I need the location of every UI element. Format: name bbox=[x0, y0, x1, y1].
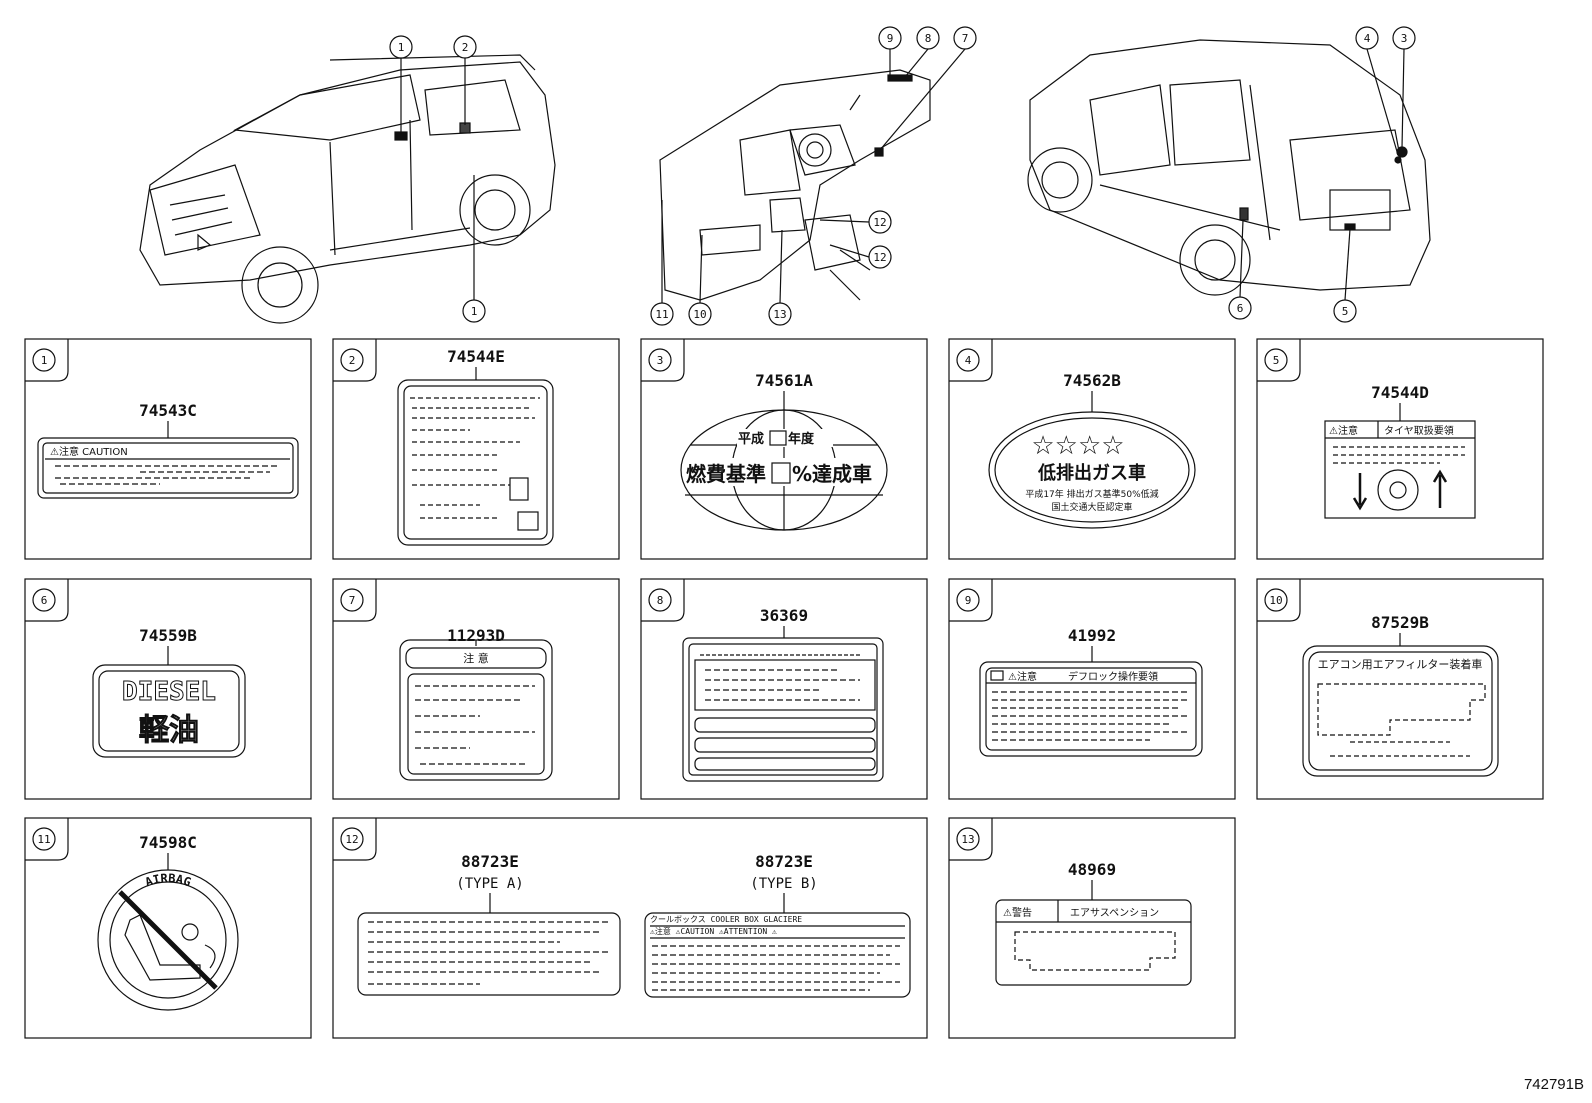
panel-8-index: 8 bbox=[657, 594, 664, 607]
panel-4-index: 4 bbox=[965, 354, 972, 367]
tire-caution-label: ⚠注意 bbox=[1329, 424, 1358, 437]
panel-13-index: 13 bbox=[961, 833, 974, 846]
panel-12-index: 12 bbox=[345, 833, 358, 846]
panel-13-label: 48969 ⚠警告 エアサスペンション bbox=[995, 860, 1192, 986]
notice-header: 注 意 bbox=[463, 651, 489, 665]
panel-5-label: 74544D ⚠注意 タイヤ取扱要領 bbox=[1324, 383, 1476, 519]
caution-row-text: ⚠注意 ⚠CAUTION ⚠ATTENTION ⚠ bbox=[650, 926, 777, 936]
air-suspension-header: エアサスペンション bbox=[1070, 907, 1159, 919]
type-b-label: (TYPE B) bbox=[750, 876, 817, 892]
callout-interior-8: 8 bbox=[925, 32, 932, 45]
interior-view bbox=[659, 69, 931, 301]
diesel-text: DIESEL bbox=[122, 677, 216, 707]
callout-interior-7: 7 bbox=[962, 32, 969, 45]
callout-front-1-top: 1 bbox=[398, 41, 405, 54]
diagram-id: 742791B bbox=[1523, 1076, 1584, 1093]
panel-6-label: 74559B DIESEL 軽油 bbox=[92, 626, 246, 758]
panel-7-index: 7 bbox=[349, 594, 356, 607]
callout-interior-9: 9 bbox=[887, 32, 894, 45]
callout-rear-5: 5 bbox=[1342, 305, 1349, 318]
part-number-74598C: 74598C bbox=[139, 833, 197, 852]
overview-callouts: 1 2 1 9 8 7 12 12 11 10 13 4 3 6 5 bbox=[389, 26, 1416, 326]
part-number-41992: 41992 bbox=[1068, 626, 1116, 645]
callout-rear-6: 6 bbox=[1237, 302, 1244, 315]
panel-1-label: 74543C ⚠注意 CAUTION bbox=[37, 401, 299, 499]
difflock-operation-header: デフロック操作要領 bbox=[1068, 670, 1158, 683]
air-filter-header: エアコン用エアフィルター装着車 bbox=[1318, 657, 1483, 671]
part-number-88723E-type-b: 88723E bbox=[755, 852, 813, 871]
panel-8-label: 36369 bbox=[682, 606, 884, 782]
panel-1-index: 1 bbox=[41, 354, 48, 367]
callout-rear-4: 4 bbox=[1364, 32, 1371, 45]
callout-interior-10: 10 bbox=[693, 308, 706, 321]
fuel-achievement-text: %達成車 bbox=[792, 462, 872, 486]
panel-11-index: 11 bbox=[37, 833, 50, 846]
panel-index-tabs: 1 2 3 4 5 6 7 8 9 10 11 12 13 bbox=[25, 339, 1301, 861]
caution-header-text: ⚠注意 CAUTION bbox=[50, 445, 128, 458]
airbag-ring-text: AIRBAG bbox=[143, 871, 193, 889]
callout-front-1-bottom: 1 bbox=[471, 305, 478, 318]
ministry-certified-text: 国土交通大臣認定車 bbox=[1051, 501, 1132, 513]
callout-rear-3: 3 bbox=[1401, 32, 1408, 45]
svg-text:AIRBAG: AIRBAG bbox=[143, 871, 193, 889]
type-a-label: (TYPE A) bbox=[456, 876, 523, 892]
panel-12-labels: 88723E (TYPE A) 88723E (TYPE B) クールボックス … bbox=[357, 852, 911, 998]
part-number-74559B: 74559B bbox=[139, 626, 197, 645]
panel-4-label: 74562B ☆☆☆☆ 低排出ガス車 平成17年 排出ガス基準50%低減 国土交… bbox=[988, 371, 1196, 529]
part-number-36369: 36369 bbox=[760, 606, 808, 625]
part-number-88723E-type-a: 88723E bbox=[461, 852, 519, 871]
panel-9-label: 41992 ⚠注意 デフロック操作要領 bbox=[979, 626, 1203, 757]
callout-front-2: 2 bbox=[462, 41, 469, 54]
part-number-74544D: 74544D bbox=[1371, 383, 1429, 402]
panel-2-index: 2 bbox=[349, 354, 356, 367]
part-number-74544E: 74544E bbox=[447, 347, 505, 366]
cooler-box-header: クールボックス COOLER BOX GLACIERE bbox=[650, 915, 802, 924]
emission-standard-text: 平成17年 排出ガス基準50%低減 bbox=[1025, 488, 1158, 500]
air-suspension-warning-label: ⚠警告 bbox=[1003, 906, 1032, 919]
part-number-74562B: 74562B bbox=[1063, 371, 1121, 390]
emission-stars: ☆☆☆☆ bbox=[1031, 431, 1124, 461]
fuel-standard-text: 燃費基準 bbox=[686, 462, 766, 486]
panel-10-index: 10 bbox=[1269, 594, 1282, 607]
panel-frames bbox=[24, 338, 1544, 1039]
panel-2-label: 74544E bbox=[397, 347, 554, 546]
part-number-74561A: 74561A bbox=[755, 371, 813, 390]
callout-interior-13: 13 bbox=[773, 308, 786, 321]
panel-6-index: 6 bbox=[41, 594, 48, 607]
panel-5-index: 5 bbox=[1273, 354, 1280, 367]
callout-interior-12-a: 12 bbox=[873, 216, 886, 229]
rear-vehicle-view bbox=[1027, 39, 1431, 296]
light-oil-text: 軽油 bbox=[139, 713, 199, 748]
difflock-caution-label: ⚠注意 bbox=[1008, 670, 1037, 683]
part-number-74543C: 74543C bbox=[139, 401, 197, 420]
fuel-year-suffix: 年度 bbox=[788, 431, 815, 447]
callout-interior-11: 11 bbox=[655, 308, 668, 321]
tire-handling-header: タイヤ取扱要領 bbox=[1384, 424, 1454, 437]
panel-3-label: 74561A 平成 年度 燃費基準 %達成車 bbox=[680, 371, 888, 531]
low-emission-title: 低排出ガス車 bbox=[1037, 462, 1146, 484]
panel-10-label: 87529B エアコン用エアフィルター装着車 bbox=[1302, 613, 1499, 777]
callout-interior-12-b: 12 bbox=[873, 251, 886, 264]
fuel-year-prefix: 平成 bbox=[738, 431, 764, 447]
panel-9-index: 9 bbox=[965, 594, 972, 607]
part-number-87529B: 87529B bbox=[1371, 613, 1429, 632]
panel-11-label: 74598C AIRBAG bbox=[97, 833, 239, 1011]
part-number-48969: 48969 bbox=[1068, 860, 1116, 879]
front-vehicle-view bbox=[139, 54, 556, 324]
panel-7-label: 11293D 注 意 bbox=[399, 626, 553, 781]
panel-3-index: 3 bbox=[657, 354, 664, 367]
